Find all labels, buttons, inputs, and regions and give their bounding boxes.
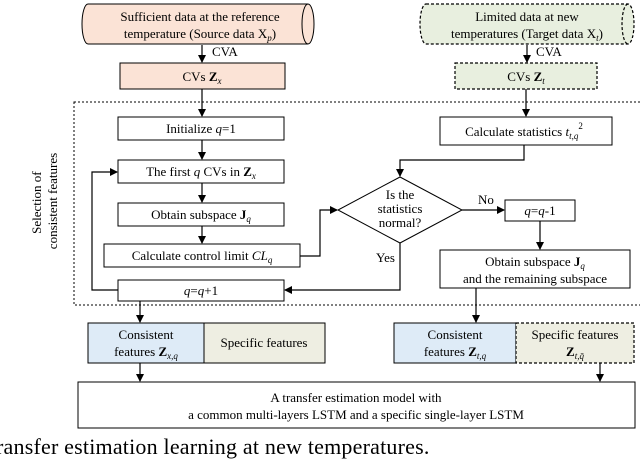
- remaining-subspace-node: Obtain subspace Jq and the remaining sub…: [439, 249, 631, 289]
- transfer-model-node: A transfer estimation model with a commo…: [77, 381, 636, 429]
- cvs-source-node: CVs Zx: [119, 62, 286, 90]
- first-q-cvs-node: The first q CVs in Zx: [117, 159, 285, 184]
- figure-caption: ransfer estimation learning at new tempe…: [0, 434, 430, 459]
- svg-text:features Zx,q: features Zx,q: [114, 344, 178, 361]
- cva-left-label: CVA: [212, 44, 238, 59]
- source-data-node: Sufficient data at the reference tempera…: [81, 3, 315, 45]
- svg-text:CVs Zx: CVs Zx: [182, 69, 221, 86]
- svg-text:and the remaining subspace: and the remaining subspace: [463, 271, 607, 286]
- svg-text:normal?: normal?: [379, 215, 422, 230]
- cvs-target-node: CVs Zt: [454, 62, 598, 90]
- svg-text:Sufficient data at the referen: Sufficient data at the reference: [120, 9, 280, 24]
- svg-text:features Zt,q: features Zt,q: [424, 344, 487, 361]
- selection-region: [73, 101, 640, 306]
- selection-label: Selection of consistent features: [29, 153, 60, 249]
- svg-text:a common multi-layers LSTM and: a common multi-layers LSTM and a specifi…: [188, 407, 524, 422]
- svg-text:Limited data at new: Limited data at new: [475, 9, 579, 24]
- svg-text:statistics: statistics: [378, 201, 423, 216]
- svg-text:Calculate statistics tt,q2: Calculate statistics tt,q2: [465, 121, 583, 141]
- consistent-features-target: Consistent features Zt,q: [393, 322, 517, 364]
- svg-text:Zt,q̄: Zt,q̄: [566, 344, 584, 361]
- decrement-node: q=q-1: [504, 199, 576, 222]
- increment-node: q=q+1: [117, 279, 285, 302]
- svg-text:Calculate control limit CLq: Calculate control limit CLq: [132, 248, 273, 265]
- specific-features-target: Specific features Zt,q̄: [515, 322, 635, 364]
- svg-text:Obtain subspace Jq: Obtain subspace Jq: [151, 207, 251, 224]
- svg-text:CVs Zt: CVs Zt: [507, 69, 545, 86]
- svg-text:A transfer estimation model wi: A transfer estimation model with: [270, 390, 442, 405]
- decision-node: Is the statistics normal?: [336, 176, 464, 244]
- svg-text:q=q+1: q=q+1: [184, 283, 218, 298]
- control-limit-node: Calculate control limit CLq: [103, 243, 301, 268]
- initialize-node: Initialize q=1: [117, 116, 285, 141]
- svg-text:temperature (Source data Xp): temperature (Source data Xp): [124, 26, 276, 43]
- no-label: No: [478, 192, 494, 207]
- svg-text:Specific features: Specific features: [532, 327, 619, 342]
- svg-text:The first q CVs in Zx: The first q CVs in Zx: [146, 164, 256, 181]
- svg-text:Specific features: Specific features: [221, 335, 308, 350]
- svg-text:Consistent: Consistent: [428, 327, 483, 342]
- calculate-statistics-node: Calculate statistics tt,q2: [439, 116, 613, 146]
- cva-right-label: CVA: [536, 44, 562, 59]
- consistent-features-source: Consistent features Zx,q: [87, 322, 205, 364]
- target-data-node: Limited data at new temperatures (Target…: [419, 3, 635, 45]
- svg-text:q=q-1: q=q-1: [524, 203, 555, 218]
- yes-label: Yes: [376, 250, 395, 265]
- svg-text:Consistent: Consistent: [119, 327, 174, 342]
- svg-text:temperatures (Target data Xt): temperatures (Target data Xt): [451, 26, 603, 43]
- svg-text:Obtain subspace Jq: Obtain subspace Jq: [485, 254, 585, 271]
- obtain-subspace-node: Obtain subspace Jq: [117, 202, 285, 227]
- svg-text:Initialize q=1: Initialize q=1: [166, 121, 236, 136]
- specific-features-source: Specific features: [203, 322, 326, 364]
- svg-text:Is the: Is the: [386, 187, 415, 202]
